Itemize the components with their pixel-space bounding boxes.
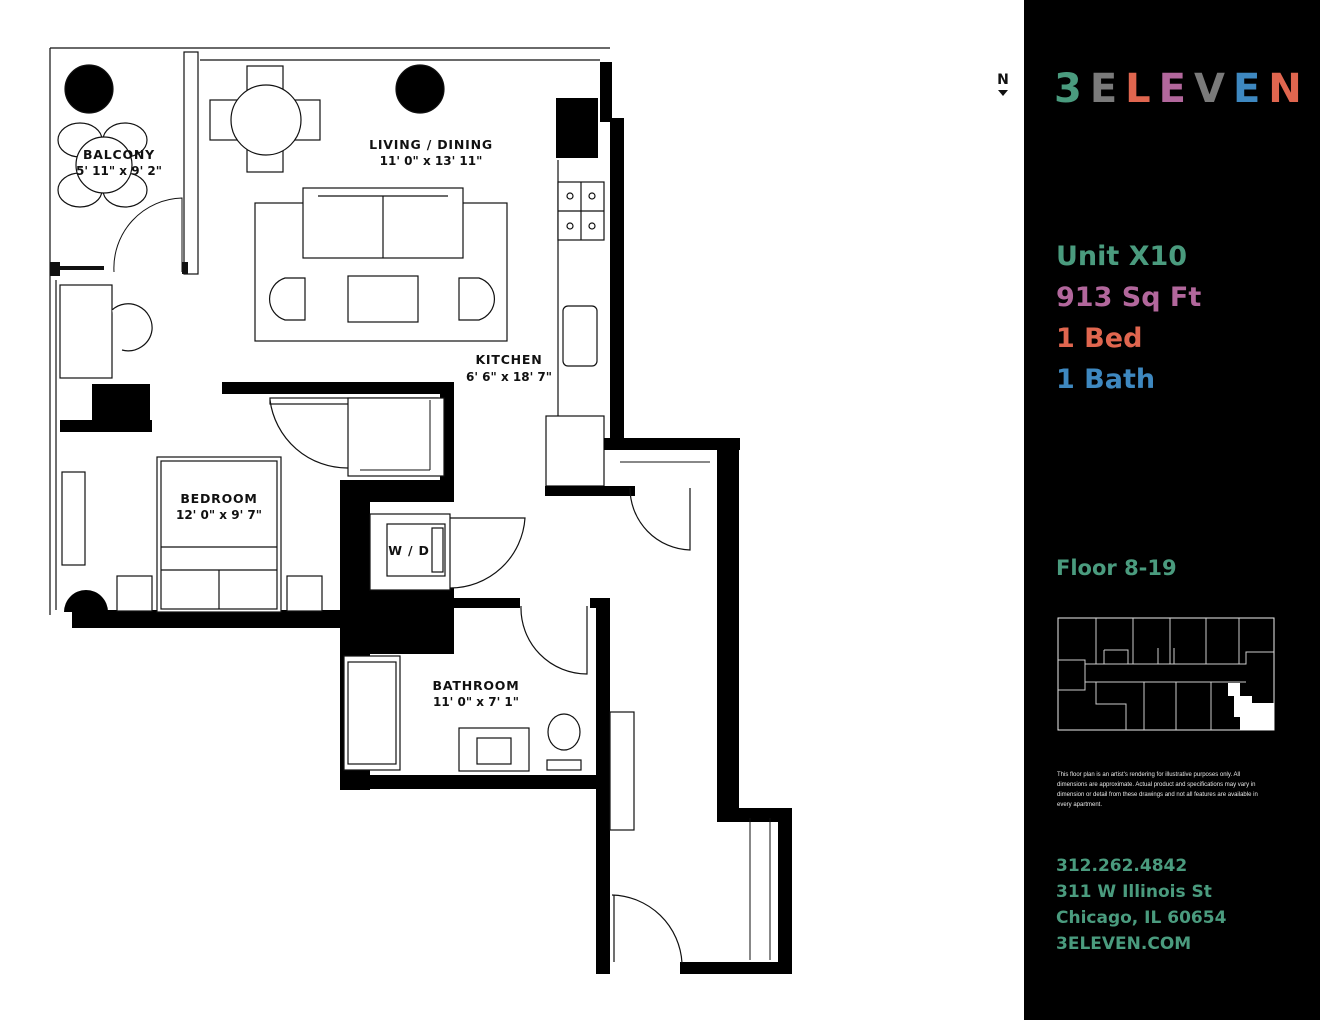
room-balcony: BALCONY — [83, 147, 155, 162]
logo-letter: 3 — [1054, 66, 1084, 112]
compass: N — [994, 72, 1012, 96]
logo-letter: V — [1194, 66, 1227, 112]
bedroom-furniture — [61, 397, 445, 613]
city-address: Chicago, IL 60654 — [1056, 908, 1227, 928]
svg-text:11' 0" x 13' 11": 11' 0" x 13' 11" — [380, 154, 483, 168]
washer-dryer — [369, 487, 691, 591]
room-labels: BALCONY 5' 11" x 9' 2" LIVING / DINING 1… — [76, 137, 552, 709]
room-kitchen: KITCHEN — [475, 352, 542, 367]
room-living-dining: LIVING / DINING — [369, 137, 493, 152]
bathroom-fixtures — [343, 605, 683, 964]
svg-text:6' 6" x 18' 7": 6' 6" x 18' 7" — [466, 370, 552, 384]
closet-hangers — [360, 400, 771, 960]
svg-text:5' 11" x 9' 2": 5' 11" x 9' 2" — [76, 164, 162, 178]
logo-letter: E — [1089, 66, 1120, 112]
svg-text:12' 0" x 9' 7": 12' 0" x 9' 7" — [176, 508, 262, 522]
svg-text:11' 0" x 7' 1": 11' 0" x 7' 1" — [433, 695, 519, 709]
balcony-furniture — [57, 64, 148, 208]
key-plan — [1057, 617, 1275, 731]
phone-link[interactable]: 312.262.4842 — [1056, 856, 1188, 876]
unit-baths: 1 Bath — [1056, 364, 1156, 395]
room-bathroom: BATHROOM — [433, 678, 520, 693]
floor-range: Floor 8-19 — [1056, 556, 1177, 580]
room-bedroom: BEDROOM — [180, 491, 257, 506]
disclaimer: This floor plan is an artist's rendering… — [1057, 772, 1258, 808]
unit-area: 913 Sq Ft — [1056, 282, 1202, 313]
unit-specs: Unit X10 913 Sq Ft 1 Bed 1 Bath — [1056, 236, 1201, 400]
walls — [60, 62, 792, 974]
floor-plan: BALCONY 5' 11" x 9' 2" LIVING / DINING 1… — [49, 47, 792, 974]
kitchen-counter — [545, 98, 605, 487]
north-arrow-icon — [998, 90, 1008, 96]
logo-letter: N — [1268, 66, 1304, 112]
logo-letter: E — [1158, 66, 1188, 112]
logo-letter: L — [1125, 66, 1153, 112]
compass-label: N — [997, 72, 1009, 88]
street-address: 311 W Illinois St — [1056, 882, 1212, 902]
unit-beds: 1 Bed — [1056, 323, 1143, 354]
room-washer-dryer: W / D — [388, 543, 429, 558]
unit-name: Unit X10 — [1056, 241, 1188, 272]
contact-info: 312.262.4842 311 W Illinois St Chicago, … — [1056, 853, 1226, 957]
balcony-railing — [50, 51, 199, 276]
website-link[interactable]: 3ELEVEN.COM — [1056, 934, 1192, 954]
living-furniture — [59, 64, 508, 379]
logo-letter: E — [1232, 66, 1263, 112]
